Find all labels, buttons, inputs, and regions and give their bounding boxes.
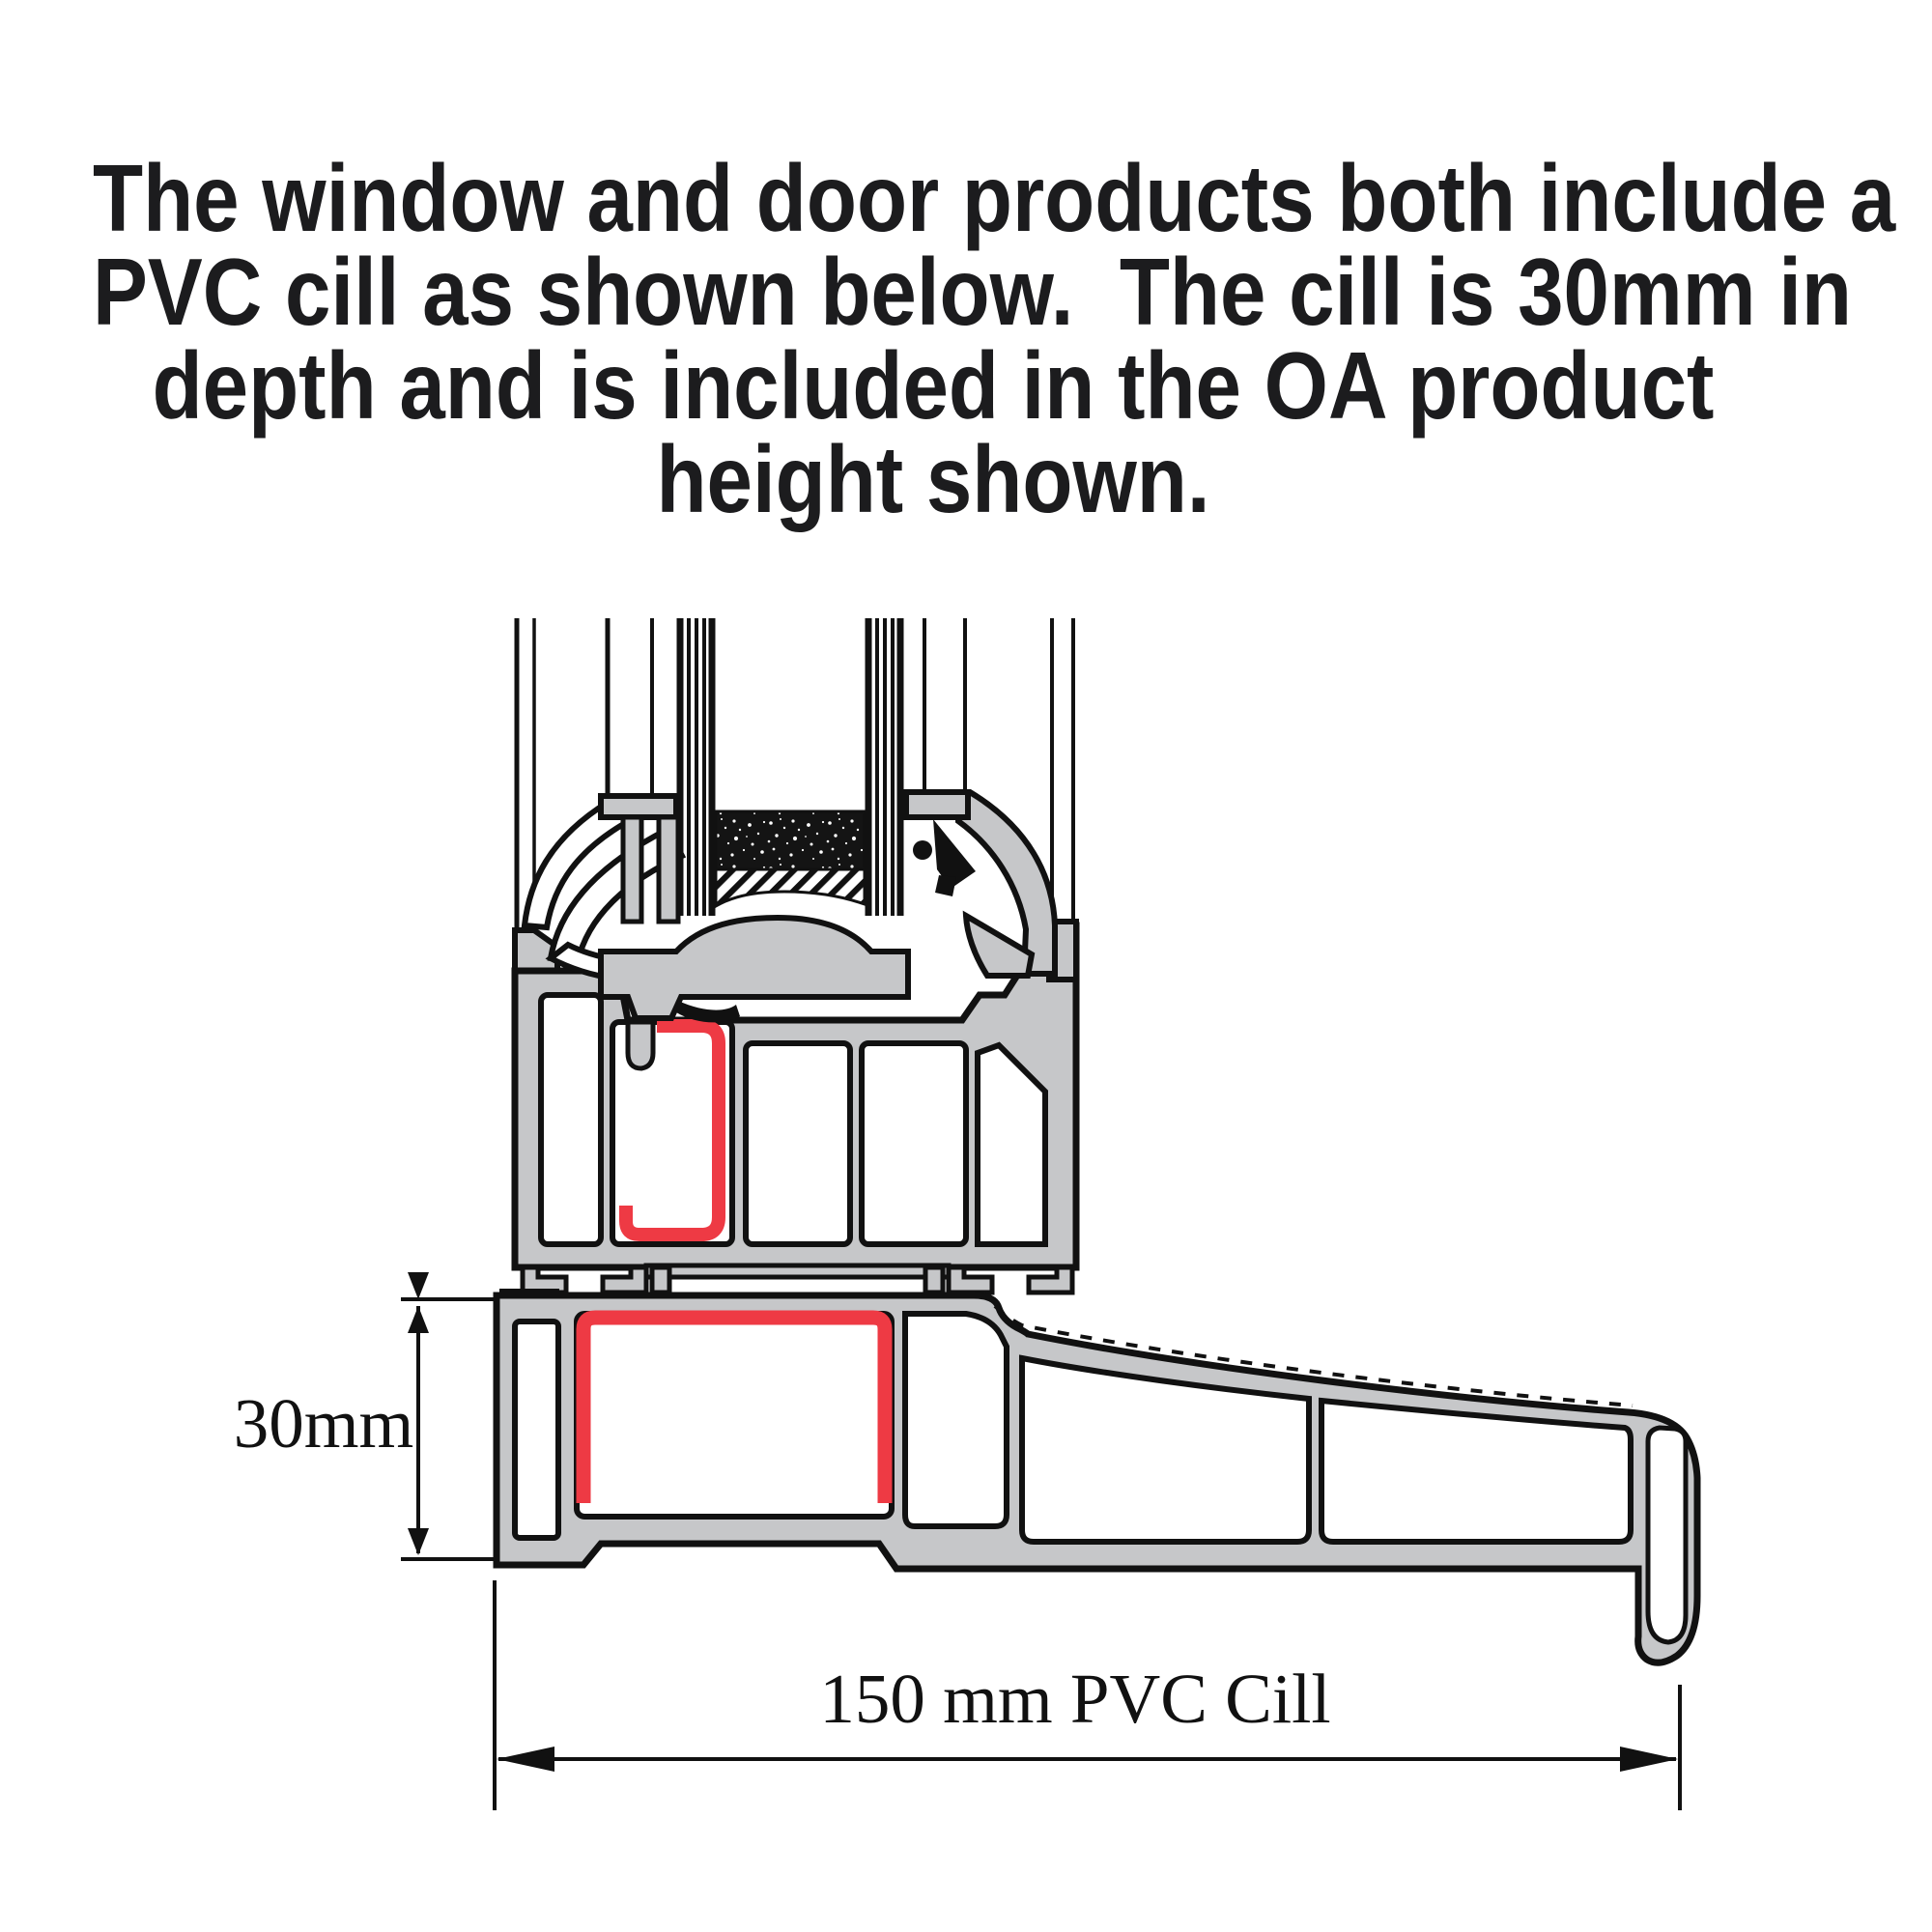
- gasket-wedge: [933, 819, 976, 889]
- glazing-pane-left: [676, 618, 716, 916]
- dimension-arrowhead: [1620, 1747, 1678, 1772]
- header-line-4: height shown.: [656, 426, 1210, 532]
- frame-red-highlight: [619, 1019, 725, 1241]
- cill-chamber-upstand: [512, 1319, 561, 1541]
- frame-chamber-finger: [625, 1019, 656, 1071]
- interlock-hook-1b: [600, 1264, 649, 1295]
- frame-right-strut: [962, 910, 1036, 979]
- frame-chamber-4: [859, 1040, 969, 1247]
- gasket-curve-upper: [521, 798, 644, 931]
- header-text: The window and door products both includ…: [0, 151, 1899, 532]
- gasket-wedge-2: [935, 875, 956, 896]
- dimension-arrowhead: [408, 1528, 429, 1555]
- sash-bead-top: [598, 793, 679, 820]
- dimension-arrowhead: [408, 1272, 429, 1299]
- width-dimension: [493, 1580, 1682, 1810]
- cill-red-highlight: [576, 1310, 893, 1503]
- depth-dimension-label: 30mm: [234, 1384, 414, 1463]
- header-line-2: PVC cill as shown below. The cill is 30m…: [93, 239, 1852, 345]
- sight-lines: [514, 618, 1075, 929]
- sash-profile: [598, 789, 971, 1021]
- interlock-hook-2b: [1026, 1264, 1075, 1295]
- depth-dimension: [401, 1272, 496, 1561]
- sash-right-bead: [903, 789, 971, 820]
- cill-slope-dashes: [993, 1304, 1634, 1407]
- sash-bottom-rail: [598, 914, 911, 1021]
- frame-right-bulge: [955, 789, 1058, 977]
- glazing-sealant-hatch: [714, 867, 867, 909]
- sash-glass-bridge: [656, 814, 681, 924]
- cill-chamber-d: [1319, 1397, 1634, 1545]
- frame-chamber-3: [743, 1040, 853, 1247]
- glazing-pane-right: [865, 618, 904, 916]
- gasket-dot: [913, 840, 932, 860]
- frame-chamber-5: [975, 1041, 1048, 1247]
- width-dimension-label: 150 mm PVC Cill: [819, 1660, 1330, 1738]
- interlock-channel: [643, 1263, 952, 1280]
- frame-chambers: [538, 992, 1048, 1247]
- gasket-flick: [676, 1001, 740, 1023]
- interlock-tab-2: [923, 1264, 946, 1295]
- interlock-tab-1: [649, 1264, 672, 1295]
- cill-chamber-b: [902, 1311, 1009, 1529]
- dimension-arrowhead: [408, 1306, 429, 1333]
- cill-chamber-main: [574, 1311, 895, 1520]
- dimension-arrowhead: [497, 1747, 554, 1772]
- glazing-spacer-bar: [714, 810, 867, 873]
- interlock-hook-2a: [946, 1264, 995, 1295]
- frame-cill-interlock: [520, 1263, 1075, 1295]
- frame-chamber-1: [538, 992, 604, 1247]
- cill-chambers: [512, 1311, 1689, 1645]
- header-line-3: depth and is included in the OA product: [152, 332, 1715, 439]
- cill-chamber-c: [1019, 1354, 1312, 1545]
- sash-bead-stem: [620, 814, 644, 924]
- cill-nose-slot: [1645, 1425, 1689, 1645]
